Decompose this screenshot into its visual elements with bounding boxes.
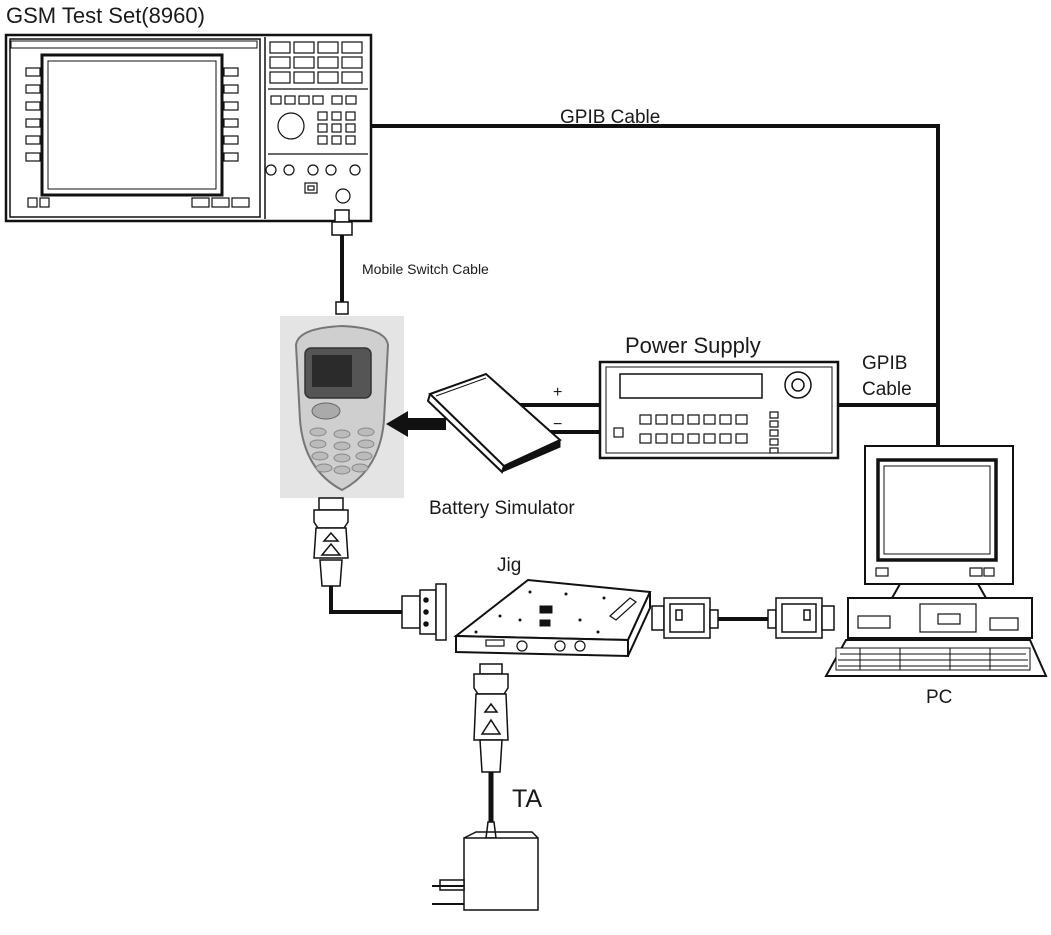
pc-label: PC [926,687,952,709]
gpib-cable-right-label-line2: Cable [862,379,912,401]
battery-simulator [386,374,600,472]
jig-label: Jig [497,555,521,577]
ta-label: TA [512,785,542,814]
battery-simulator-label: Battery Simulator [429,498,575,520]
gpib-cable-top-label: GPIB Cable [560,107,660,129]
power-supply-label: Power Supply [625,333,761,359]
mobile-switch-cable-label: Mobile Switch Cable [362,261,489,277]
power-supply [600,362,838,458]
jig [456,580,650,656]
plus-terminal-label: + [553,384,562,402]
mobile-phone [280,316,404,498]
gsm-test-set [6,35,371,221]
gpib-cable-right-label-line1: GPIB [862,353,907,375]
phone-data-cable [314,498,446,640]
mobile-switch-cable [332,210,352,314]
serial-cable [652,598,834,638]
pc [826,446,1046,676]
test-set-label: GSM Test Set(8960) [6,3,205,29]
minus-terminal-label: − [553,416,562,434]
